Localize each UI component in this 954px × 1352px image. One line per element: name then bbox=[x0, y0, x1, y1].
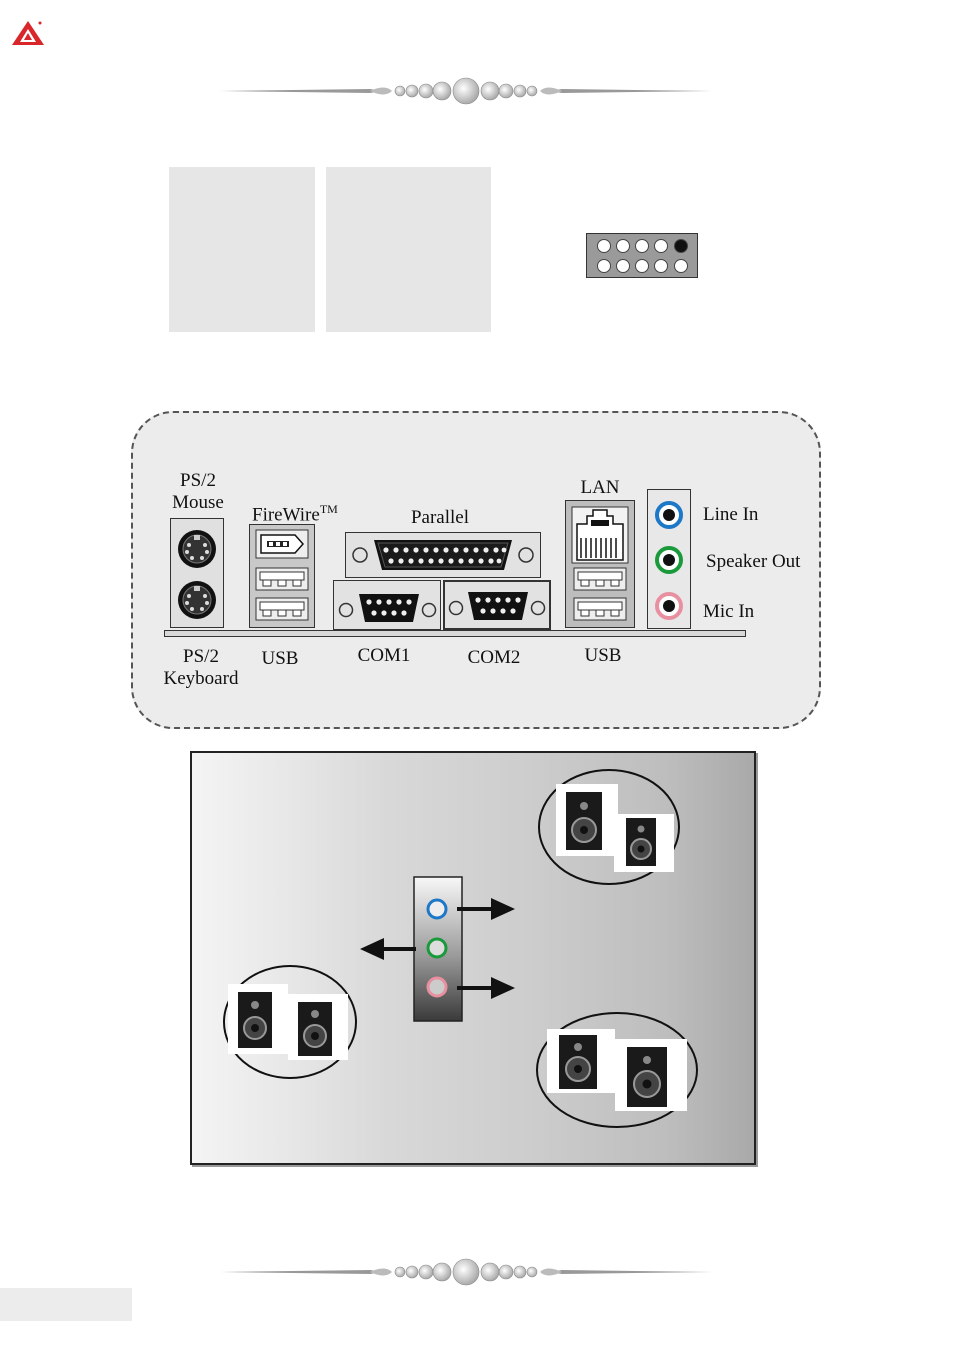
speaker-icon bbox=[614, 814, 674, 872]
pin bbox=[616, 239, 630, 253]
speaker-icon bbox=[615, 1039, 687, 1111]
pin bbox=[674, 259, 688, 273]
table-cell-left bbox=[169, 167, 315, 332]
pin bbox=[597, 259, 611, 273]
arrow-icon bbox=[360, 938, 416, 960]
com1-label: COM1 bbox=[357, 645, 411, 666]
pin bbox=[654, 259, 668, 273]
pin-filled bbox=[674, 239, 688, 253]
audio-jack-icon bbox=[655, 501, 683, 620]
pin bbox=[635, 239, 649, 253]
pin bbox=[654, 239, 668, 253]
firewire-label: FireWireTM bbox=[252, 498, 338, 526]
line-in-label: Line In bbox=[703, 504, 759, 525]
usb-right-label: USB bbox=[584, 645, 622, 666]
audio-jack-strip bbox=[413, 876, 463, 1022]
ornament-divider-icon bbox=[220, 77, 712, 105]
speaker-icon bbox=[228, 984, 288, 1054]
usb-left-label: USB bbox=[261, 648, 299, 669]
ps2-mouse-label: PS/2 Mouse bbox=[172, 470, 224, 513]
speaker-icon bbox=[288, 994, 348, 1060]
com-port-icon bbox=[338, 592, 546, 622]
ornament-divider-icon bbox=[220, 1258, 712, 1286]
page-number-tab bbox=[0, 1288, 132, 1321]
ps2-keyboard-label: PS/2 Keyboard bbox=[163, 646, 239, 689]
mic-in-label: Mic In bbox=[703, 601, 755, 622]
arrow-icon bbox=[457, 898, 515, 920]
firewire-tm: TM bbox=[319, 502, 338, 516]
speaker-group-bottom bbox=[536, 1012, 698, 1128]
pin bbox=[597, 239, 611, 253]
speaker-group-top bbox=[538, 769, 680, 885]
speaker-icon bbox=[547, 1029, 615, 1093]
pin-header-diagram bbox=[586, 233, 698, 278]
lan-label: LAN bbox=[580, 477, 620, 498]
ps2-port-icon bbox=[178, 530, 216, 619]
com2-label: COM2 bbox=[467, 647, 521, 668]
pin bbox=[635, 259, 649, 273]
lan-port-icon bbox=[571, 506, 629, 564]
parallel-label: Parallel bbox=[410, 507, 470, 528]
speaker-icon bbox=[556, 784, 618, 856]
parallel-port-icon bbox=[352, 540, 534, 570]
speaker-out-label: Speaker Out bbox=[706, 551, 801, 572]
arrow-icon bbox=[457, 977, 515, 999]
firewire-label-text: FireWire bbox=[252, 504, 320, 526]
usb-port-icon bbox=[573, 567, 627, 621]
panel-baseline bbox=[164, 630, 746, 637]
usb-port-icon bbox=[255, 567, 309, 621]
table-cell-right bbox=[326, 167, 491, 332]
brand-logo-icon bbox=[12, 21, 44, 45]
speaker-group-left bbox=[223, 965, 357, 1079]
firewire-port-icon bbox=[255, 529, 309, 559]
pin bbox=[616, 259, 630, 273]
